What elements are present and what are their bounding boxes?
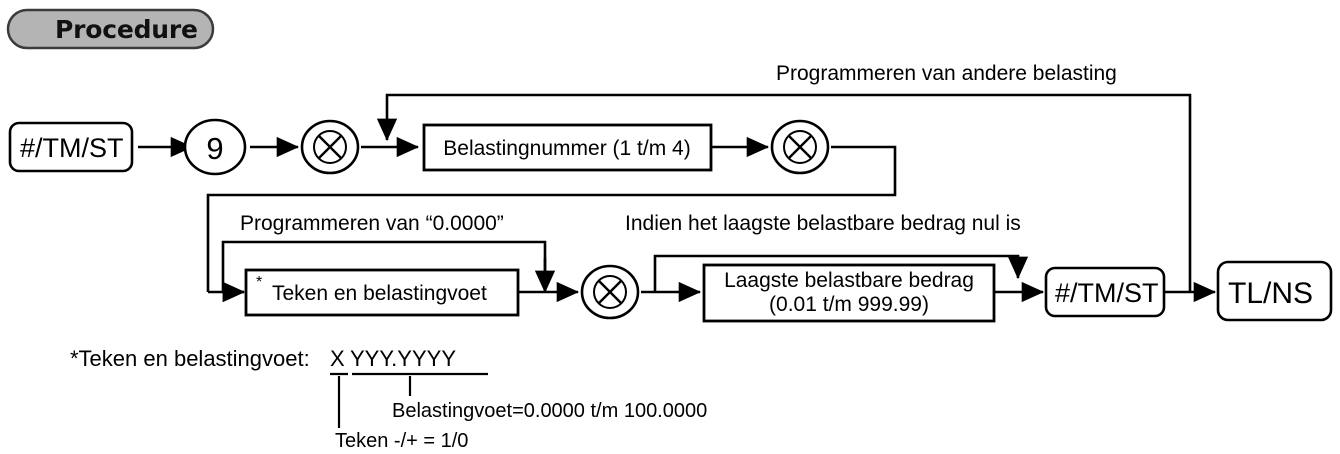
node-key-total-box[interactable] (1216, 260, 1333, 322)
loop-other-tax-label: Programmeren van andere belasting (776, 62, 1117, 85)
node-key-total[interactable]: TL/NS (1216, 260, 1333, 322)
node-lowest-amount-line2: (0.01 t/m 999.99) (769, 293, 929, 316)
node-key-subtotal-label: #/TM/ST (1055, 278, 1159, 308)
node-key-start-box[interactable] (8, 121, 134, 173)
footnote-pattern-rate: YYY.YYYY (350, 346, 456, 371)
procedure-badge: Procedure (6, 8, 215, 50)
procedure-badge-label: Procedure (55, 15, 198, 44)
connector-multiply2-to-signrate-outer (206, 145, 897, 292)
node-lowest-amount-box[interactable] (702, 263, 996, 323)
loop-program-zero-label: Programmeren van “0.0000” (240, 212, 504, 235)
circled-times-icon-3 (580, 264, 640, 320)
node-key-subtotal[interactable]: #/TM/ST (1044, 266, 1166, 318)
circled-times-icon-1-inner (313, 130, 347, 164)
circled-times-icon-3-inner (593, 275, 627, 309)
loop-lowest-zero: Indien het laagste belastbare bedrag nul… (625, 212, 1029, 292)
node-step-nine-circle[interactable] (183, 118, 247, 176)
node-sign-rate[interactable]: * Teken en belastingvoet (244, 268, 520, 317)
circled-times-icon-2-cross (788, 135, 812, 159)
node-step-nine[interactable]: 9 (183, 118, 247, 176)
circled-times-icon-3-cross (598, 280, 622, 304)
procedure-badge-pill (6, 8, 215, 50)
footnote-rate-note: Belastingvoet=0.0000 t/m 100.0000 (392, 400, 707, 422)
circled-times-icon-1 (300, 119, 360, 175)
node-tax-number-label: Belastingnummer (1 t/m 4) (443, 137, 690, 160)
node-lowest-amount-line1: Laagste belastbare bedrag (724, 269, 974, 292)
node-lowest-amount[interactable]: Laagste belastbare bedrag (0.01 t/m 999.… (702, 263, 996, 323)
node-sign-rate-star: * (256, 274, 262, 291)
circled-times-icon-2-inner (783, 130, 817, 164)
circled-times-icon-1-cross (318, 135, 342, 159)
node-key-total-label: TL/NS (1228, 277, 1313, 310)
circled-times-icon-2 (770, 119, 830, 175)
loop-other-tax: Programmeren van andere belasting (376, 62, 1192, 292)
node-key-start-label: #/TM/ST (20, 133, 124, 163)
loop-lowest-zero-label: Indien het laagste belastbare bedrag nul… (625, 212, 1021, 235)
loop-other-tax-path (376, 93, 1192, 292)
node-key-start[interactable]: #/TM/ST (8, 121, 134, 173)
footnote-sign-note: Teken -/+ = 1/0 (335, 430, 468, 452)
node-step-nine-label: 9 (206, 131, 223, 166)
node-tax-number[interactable]: Belastingnummer (1 t/m 4) (422, 123, 713, 172)
node-sign-rate-box[interactable] (244, 268, 520, 317)
node-sign-rate-label: Teken en belastingvoet (272, 282, 487, 305)
footnote-pattern-sign: X (330, 346, 345, 371)
loop-lowest-zero-path (653, 254, 1029, 292)
footnote-block: *Teken en belastingvoet: X YYY.YYYY Bela… (70, 346, 707, 452)
footnote-prefix: *Teken en belastingvoet: (70, 346, 310, 371)
